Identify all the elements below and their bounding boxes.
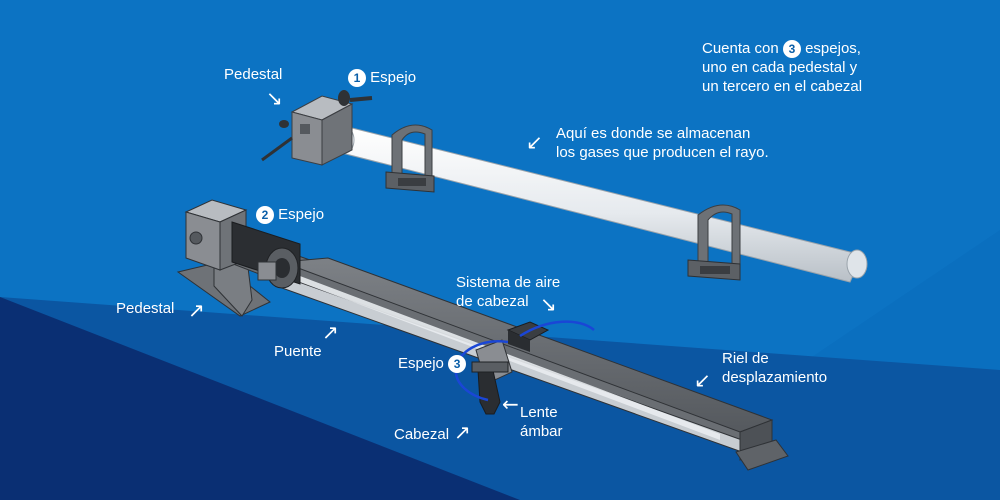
label-air-line-1: Sistema de aire	[456, 274, 561, 291]
label-gas-line-1: Aquí es donde se almacenan	[556, 125, 751, 142]
tube-clamp-right	[687, 204, 741, 281]
label-pedestal-top: Pedestal	[224, 66, 283, 83]
arrow-up-right-icon: ↗	[188, 298, 205, 322]
info-text-line-3: un tercero en el cabezal	[702, 78, 863, 95]
label-head: Cabezal	[394, 426, 450, 443]
background-dark-band	[0, 297, 520, 500]
mirror-2-housing	[184, 199, 301, 289]
label-rail-line-2: desplazamiento	[722, 369, 828, 386]
laser-tube-assembly	[261, 90, 868, 283]
arrow-down-left-icon: ↙	[526, 130, 543, 154]
arrow-down-left-icon: ↙	[694, 368, 711, 392]
rail-assembly	[176, 199, 789, 471]
mirror-3-badge: 3	[448, 355, 467, 374]
info-mirror-count-badge: 3	[782, 40, 801, 59]
label-gas-line-2: los gases que producen el rayo.	[556, 144, 769, 161]
info-text: Cuenta con 3 espejos,	[702, 40, 861, 59]
arrow-up-right-icon: ↗	[322, 320, 339, 344]
mirror-2-badge: 2	[256, 206, 274, 225]
info-text-prefix: Cuenta con	[702, 40, 779, 57]
mirror-2-text: Espejo	[278, 206, 325, 223]
mirror-1-housing	[261, 90, 373, 166]
label-mirror-1: 1 Espejo	[348, 69, 417, 88]
tube-clamp-left	[385, 124, 435, 193]
laser-tube-end-cap	[846, 249, 868, 279]
label-mirror-3: Espejo 3	[398, 355, 467, 374]
mirror-3-text: Espejo	[398, 355, 444, 372]
mirror-1-text: Espejo	[370, 69, 417, 86]
mirror-1-badge: 1	[348, 69, 366, 88]
info-text-suffix: espejos,	[805, 40, 861, 57]
label-air-line-2: de cabezal	[456, 293, 529, 310]
label-bridge: Puente	[274, 343, 322, 360]
arrow-down-right-icon: ↘	[266, 86, 283, 110]
label-lens-line-2: ámbar	[520, 423, 563, 440]
label-lens-line-1: Lente	[520, 404, 558, 421]
arrow-up-right-icon: ↗	[454, 420, 471, 444]
label-pedestal-bottom: Pedestal	[116, 300, 175, 317]
label-rail-line-1: Riel de	[722, 350, 769, 367]
label-mirror-2: 2 Espejo	[256, 206, 325, 225]
info-text-line-2: uno en cada pedestal y	[702, 59, 858, 76]
arrow-left-icon: ←	[502, 392, 519, 416]
arrow-down-right-icon: ↘	[540, 292, 557, 316]
